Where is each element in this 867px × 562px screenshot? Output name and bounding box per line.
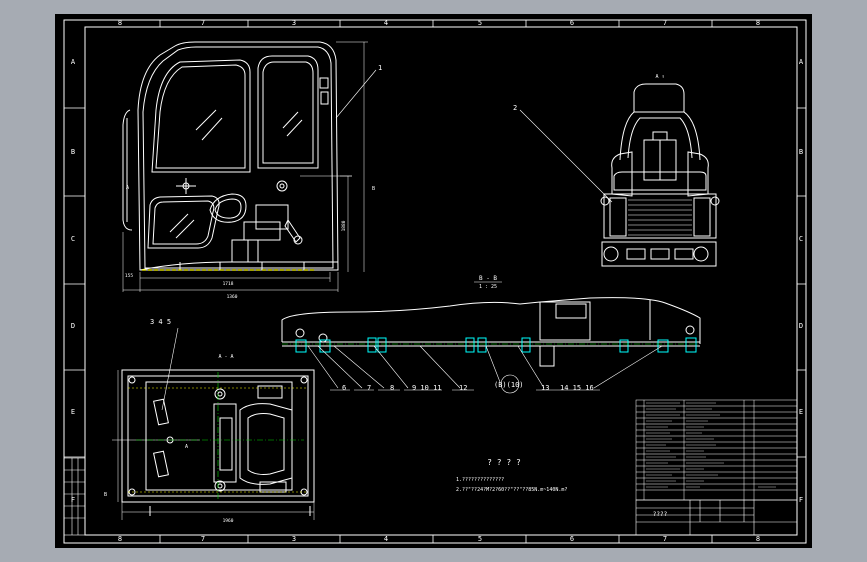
section-aa-hidden-lines	[128, 387, 308, 493]
leader-label-8: 8	[390, 384, 394, 392]
row-label-right-d: D	[799, 322, 803, 330]
cab-width-dimension: 1718	[223, 281, 234, 287]
notes-title: ? ? ? ?	[487, 458, 521, 467]
cab-overall-dimension: 1360	[227, 294, 238, 300]
sheet-frame	[63, 19, 807, 544]
seat-view-label: A ↑	[655, 74, 664, 80]
col-label-bottom-5: 5	[478, 535, 482, 543]
col-label-top-6: 6	[570, 19, 574, 27]
row-label-right-f: F	[799, 496, 803, 504]
col-label-top-7: 7	[663, 19, 667, 27]
section-aa-label: A - A	[218, 354, 233, 360]
row-label-left-a: A	[71, 58, 76, 66]
section-bb-label: B - B	[479, 275, 497, 282]
col-label-top-4: 4	[384, 19, 388, 27]
leader-labels: 1 2 3 4 5 6 7 8 9 10 11 12 13 14 15 16 (…	[150, 64, 594, 392]
cab-dimension-lines	[122, 41, 368, 292]
col-label-top-2: 7	[201, 19, 205, 27]
parts-list-fill	[646, 402, 776, 488]
row-label-right-b: B	[799, 148, 803, 156]
leader-label-13: 13	[541, 384, 549, 392]
cab-side-view	[122, 41, 339, 271]
section-bb-bolts	[295, 337, 697, 353]
col-label-top-5: 5	[478, 19, 482, 27]
frame-zone-ticks	[64, 20, 806, 543]
cab-section-mark-b: B	[372, 186, 375, 192]
title-block	[635, 499, 798, 536]
col-label-top-8: 8	[756, 19, 760, 27]
section-bb-scale: 1 : 25	[479, 284, 497, 290]
leader-label-14-15-16: 14 15 16	[560, 384, 594, 392]
col-label-bottom-3: 3	[292, 535, 296, 543]
leader-label-3-4-5: 3 4 5	[150, 318, 171, 326]
cab-offset-dimension: 155	[125, 273, 133, 279]
row-label-left-b: B	[71, 148, 75, 156]
col-label-bottom-6: 6	[570, 535, 574, 543]
row-label-right-e: E	[799, 408, 803, 416]
col-label-bottom-4: 4	[384, 535, 388, 543]
leader-lines	[161, 69, 663, 411]
col-label-top-3: 3	[292, 19, 296, 27]
cab-height-dimension: 1880	[341, 220, 347, 231]
row-label-left-e: E	[71, 408, 75, 416]
plan-section-mark-b: B	[104, 492, 107, 498]
detail-callout: (B)(10)	[494, 381, 524, 389]
note-1: 1.??????????????	[456, 477, 504, 483]
title-block-name: ????	[653, 511, 668, 518]
frame-zone-labels: 8 7 3 4 5 6 7 8 8 7 3 4 5 6 7 8 A B C D …	[71, 19, 804, 543]
section-aa-cut-lines	[136, 372, 304, 500]
cab-section-mark-a: A	[126, 185, 129, 191]
col-label-bottom-7: 7	[663, 535, 667, 543]
revision-grid	[63, 457, 86, 536]
col-label-bottom-1: 8	[118, 535, 122, 543]
col-label-bottom-8: 8	[756, 535, 760, 543]
seat-front-view	[600, 83, 720, 267]
col-label-top-1: 8	[118, 19, 122, 27]
leader-label-12: 12	[459, 384, 467, 392]
leader-label-2: 2	[513, 104, 517, 112]
leader-label-6: 6	[342, 384, 346, 392]
row-label-left-c: C	[71, 235, 75, 243]
leader-label-1: 1	[378, 64, 382, 72]
row-label-left-f: F	[71, 496, 75, 504]
row-label-right-c: C	[799, 235, 803, 243]
col-label-bottom-2: 7	[201, 535, 205, 543]
note-2: 2.??"??24?M?2?60??"??"??85N.m~140N.m?	[456, 487, 567, 493]
section-aa-view	[121, 369, 315, 516]
row-label-right-a: A	[799, 58, 804, 66]
leader-label-7: 7	[367, 384, 371, 392]
plan-width-dimension: 1960	[223, 518, 234, 524]
row-label-left-d: D	[71, 322, 75, 330]
plan-section-mark-a: A	[185, 444, 188, 450]
section-bb-view	[281, 297, 701, 367]
leader-label-9-10-11: 9 10 11	[412, 384, 442, 392]
drawing-canvas	[55, 14, 812, 548]
